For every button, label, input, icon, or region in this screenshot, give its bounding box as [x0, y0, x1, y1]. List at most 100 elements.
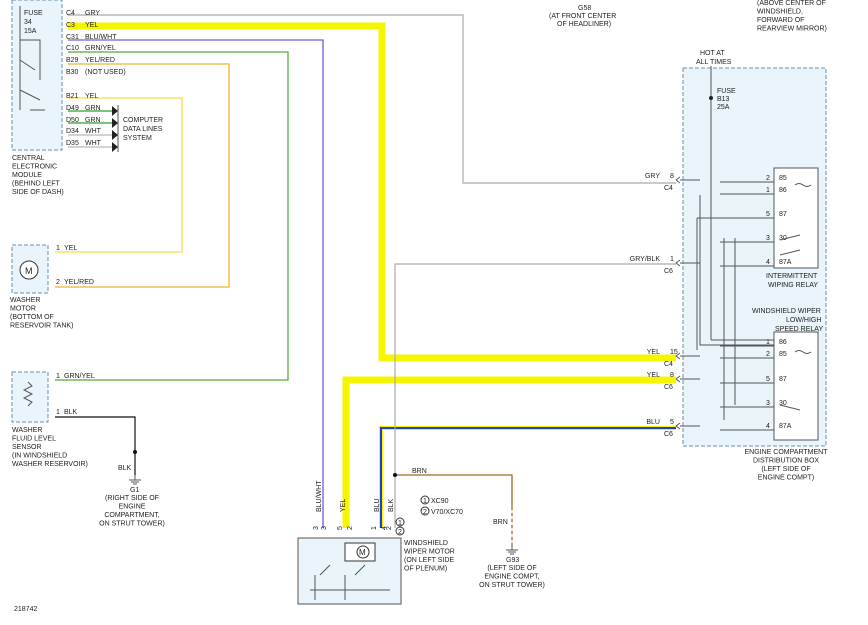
washer-sensor-box [11, 371, 49, 423]
db-caption-4: ENGINE COMPT) [758, 475, 814, 482]
wiper-caption-1: WINDSHIELD [404, 540, 448, 547]
wiper-caption-2: WIPER MOTOR [404, 549, 455, 556]
db-input-conn-2: C4 [664, 361, 673, 368]
cem-pin-D35: D35 [66, 140, 79, 147]
cem-pin-color-C10: GRN/YEL [85, 45, 116, 52]
g1-caption-3: COMPARTMENT, [104, 512, 159, 519]
relay2-term-4: 87A [779, 423, 792, 430]
db-input-color-0: GRY [645, 173, 660, 180]
cem-pin-D50: D50 [66, 117, 79, 124]
sensor-caption-1: WASHER [12, 427, 42, 434]
relay1-term-2: 87 [779, 211, 787, 218]
speed-relay [773, 331, 819, 441]
db-input-pin-0: 8 [670, 173, 674, 180]
wire-blu-wht [68, 39, 324, 528]
cem-caption-2: ELECTRONIC [12, 164, 57, 171]
db-input-conn-3: C6 [664, 384, 673, 391]
cem-pin-C3: C3 [66, 22, 75, 29]
wire-gry-c4 [68, 14, 676, 184]
db-input-color-2: YEL [647, 349, 660, 356]
wiper-wire-0: BLU/WHT [316, 480, 323, 512]
cem-pin-color-C3: YEL [85, 22, 98, 29]
db-caption-3: (LEFT SIDE OF [761, 466, 810, 473]
g93-caption-2: ENGINE COMPT, [484, 574, 539, 581]
cem-pin-C31: C31 [66, 34, 79, 41]
wiper-wire-3: BLK [388, 498, 395, 512]
relay1-pin-4: 4 [766, 259, 770, 266]
relay1-term-0: 85 [779, 175, 787, 182]
legend-2-num: 2 [423, 509, 427, 516]
cem-pin-B21: B21 [66, 93, 79, 100]
db-input-pin-3: 8 [670, 372, 674, 379]
legend-2-circle [420, 506, 430, 516]
cem-pin-color-B29: YEL/RED [85, 57, 115, 64]
relay1-pin-2: 5 [766, 211, 770, 218]
db-input-conn-4: C6 [664, 431, 673, 438]
db-input-pin-2: 15 [670, 349, 678, 356]
cem-caption-1: CENTRAL [12, 155, 45, 162]
db-input-pin-4: 5 [670, 419, 674, 426]
relay2-caption-2: LOW/HIGH [786, 317, 821, 324]
fuse-b13-3: 25A [717, 104, 730, 111]
relay2-term-2: 87 [779, 376, 787, 383]
g58-desc-1: (AT FRONT CENTER [549, 13, 616, 20]
top-right-note-3: FORWARD OF [757, 17, 804, 24]
diagram-id: 218742 [14, 606, 37, 613]
fuse-b13-1: FUSE [717, 88, 736, 95]
washer-caption-3: (BOTTOM OF [10, 314, 54, 321]
relay1-pin-0: 2 [766, 175, 770, 182]
db-input-color-1: GRY/BLK [630, 256, 661, 263]
cem-pin-color-D35: WHT [85, 140, 102, 147]
relay2-term-3: 30 [779, 400, 787, 407]
db-input-arrow-2 [675, 352, 700, 360]
wire-yel-washer [55, 97, 183, 253]
data-lines-label-2: DATA LINES [123, 126, 163, 133]
legend-2-text: V70/XC70 [431, 509, 463, 516]
g93-caption-1: (LEFT SIDE OF [487, 565, 536, 572]
g1-name: G1 [130, 487, 139, 494]
wire-yel-red [55, 63, 230, 288]
cem-fuse-num: 34 [24, 19, 32, 26]
g58-desc-2: OF HEADLINER) [557, 21, 611, 28]
relay1-caption-1: INTERMITTENT [766, 273, 818, 280]
g93-wire-top: BRN [412, 468, 427, 475]
washer-motor-m: M [25, 266, 33, 276]
cem-caption-5: SIDE OF DASH) [12, 189, 64, 196]
relay1-caption-2: WIPING RELAY [768, 282, 818, 289]
relay1-term-3: 30 [779, 235, 787, 242]
washer-caption-1: WASHER [10, 297, 40, 304]
sensor-wire2: BLK [64, 409, 78, 416]
legend-1-circle [420, 495, 430, 505]
cem-pin-color-B21: YEL [85, 93, 98, 100]
db-input-color-3: YEL [647, 372, 660, 379]
g1-ground-symbol [129, 475, 141, 485]
cem-fuse-label: FUSE [24, 10, 43, 17]
relay2-pin-1: 2 [766, 351, 770, 358]
relay1-pin-1: 1 [766, 187, 770, 194]
cem-fuse-amp: 15A [24, 28, 37, 35]
g1-caption-2: ENGINE [119, 504, 146, 511]
g93-wire-side: BRN [493, 519, 508, 526]
db-input-arrow-3 [675, 375, 700, 383]
legend-1-num: 1 [423, 498, 427, 505]
wire-blk [55, 416, 136, 475]
wiper-caption-3: (ON LEFT SIDE [404, 557, 454, 564]
g1-wire: BLK [118, 465, 132, 472]
wiper-wire-1: YEL [340, 499, 347, 512]
sensor-pin1: 1 [56, 373, 60, 380]
db-caption-2: DISTRIBUTION BOX [753, 458, 819, 465]
relay1-term-4: 87A [779, 259, 792, 266]
wiper-pin-2: 5 [337, 526, 344, 530]
relay2-caption-1: WINDSHIELD WIPER [752, 308, 821, 315]
relay2-caption-3: SPEED RELAY [775, 326, 823, 333]
washer-pin1: 1 [56, 245, 60, 252]
db-caption-1: ENGINE COMPARTMENT [745, 449, 829, 456]
washer-motor-symbol [19, 260, 39, 280]
wire-grn-yel [55, 51, 289, 381]
cem-pin-C4: C4 [66, 10, 75, 17]
washer-caption-2: MOTOR [10, 306, 36, 313]
g93-name: G93 [506, 557, 519, 564]
cem-pin-B30: B30 [66, 69, 79, 76]
wire-brn [395, 474, 513, 545]
